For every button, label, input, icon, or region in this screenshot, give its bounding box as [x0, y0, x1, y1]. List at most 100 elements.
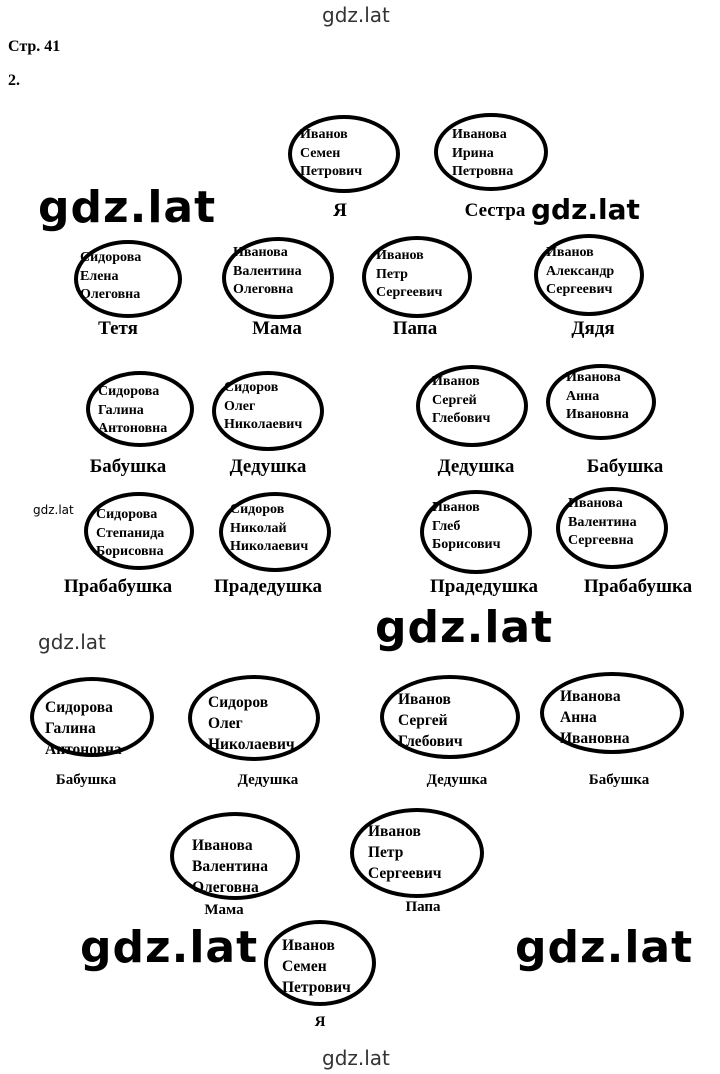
- person-oval: [219, 492, 331, 572]
- surname: Иванова: [233, 245, 288, 260]
- person-oval: [350, 808, 484, 898]
- given-name: Семен: [282, 958, 327, 975]
- surname: Иванова: [452, 127, 507, 142]
- relation-label: Бабушка: [588, 772, 650, 788]
- relation-label: Прабабушка: [583, 576, 693, 597]
- patronymic: Сергеевич: [376, 285, 443, 300]
- patronymic: Борисович: [432, 537, 501, 552]
- given-name: Александр: [546, 263, 615, 279]
- watermark-top: gdz.lat: [322, 3, 390, 27]
- given-name: Валентина: [233, 263, 302, 279]
- person-oval: [74, 240, 182, 318]
- patronymic: Борисовна: [96, 544, 164, 559]
- relation-label: Дедушка: [426, 772, 488, 788]
- surname: Сидорова: [45, 699, 113, 716]
- surname: Иванов: [432, 500, 480, 515]
- surname: Иванов: [376, 248, 424, 263]
- given-name: Семен: [300, 145, 341, 161]
- given-name: Елена: [80, 268, 119, 284]
- person-oval: [540, 672, 684, 754]
- relation-label: Я: [314, 1014, 326, 1030]
- patronymic: Олеговна: [80, 287, 141, 302]
- person-oval: [380, 675, 520, 759]
- person-oval: [30, 677, 154, 757]
- given-name: Анна: [560, 709, 597, 726]
- patronymic: Глебович: [398, 733, 463, 750]
- relation-label: Бабушка: [55, 772, 117, 788]
- given-name: Сергей: [432, 392, 477, 408]
- relation-label: Бабушка: [586, 456, 664, 477]
- given-name: Петр: [376, 266, 408, 282]
- person-oval: [362, 236, 472, 318]
- given-name: Глеб: [432, 518, 461, 534]
- person-oval: [416, 365, 528, 447]
- relation-label: Дядя: [571, 318, 615, 339]
- relation-label: Я: [333, 200, 347, 221]
- page-number: Стр. 41: [8, 38, 61, 55]
- surname: Иванов: [432, 374, 480, 389]
- relation-label: Прабабушка: [63, 576, 173, 597]
- patronymic: Сергеевич: [546, 282, 613, 297]
- patronymic: Ивановна: [560, 730, 630, 747]
- relation-label: Тетя: [98, 318, 138, 339]
- relation-label: Прадедушка: [430, 576, 538, 597]
- watermark-medium-right: gdz.lat: [527, 196, 644, 224]
- given-name: Сергей: [398, 712, 448, 729]
- surname: Сидорова: [96, 507, 158, 522]
- surname: Иванов: [300, 127, 348, 142]
- patronymic: Николаевич: [224, 417, 303, 432]
- relation-label: Дедушка: [237, 772, 299, 788]
- surname: Иванова: [560, 688, 621, 705]
- given-name: Ирина: [452, 145, 494, 161]
- patronymic: Петровна: [452, 164, 514, 179]
- patronymic: Олеговна: [192, 879, 259, 896]
- patronymic: Петрович: [300, 164, 363, 179]
- surname: Иванова: [192, 837, 253, 854]
- relation-label: Мама: [252, 318, 302, 339]
- surname: Сидорова: [98, 384, 160, 399]
- watermark-small-left: gdz.lat: [33, 503, 74, 517]
- relation-label: Дедушка: [437, 456, 515, 477]
- surname: Сидорова: [80, 250, 142, 265]
- patronymic: Сергеевна: [568, 533, 634, 548]
- surname: Иванова: [568, 496, 623, 511]
- surname: Иванов: [398, 691, 451, 708]
- patronymic: Николаевич: [208, 736, 295, 753]
- task-number: 2.: [8, 72, 20, 89]
- patronymic: Петрович: [282, 979, 351, 996]
- relation-label: Мама: [204, 902, 244, 918]
- watermark-large-bottom-right: gdz.lat: [515, 922, 694, 973]
- given-name: Олег: [224, 398, 256, 414]
- person-oval: [534, 234, 644, 316]
- patronymic: Сергеевич: [368, 865, 442, 882]
- patronymic: Антоновна: [98, 421, 168, 436]
- watermark-large-left: gdz.lat: [38, 182, 217, 233]
- given-name: Валентина: [568, 514, 637, 530]
- person-oval: [212, 371, 324, 451]
- person-oval: [222, 237, 334, 319]
- relation-label: Дедушка: [229, 456, 307, 477]
- patronymic: Ивановна: [566, 407, 629, 422]
- person-oval: [420, 490, 532, 574]
- relation-label: Бабушка: [89, 456, 167, 477]
- person-oval: [288, 115, 400, 193]
- patronymic: Глебович: [432, 411, 491, 426]
- patronymic: Антоновна: [45, 741, 122, 758]
- surname: Сидоров: [208, 694, 269, 711]
- given-name: Галина: [98, 402, 144, 418]
